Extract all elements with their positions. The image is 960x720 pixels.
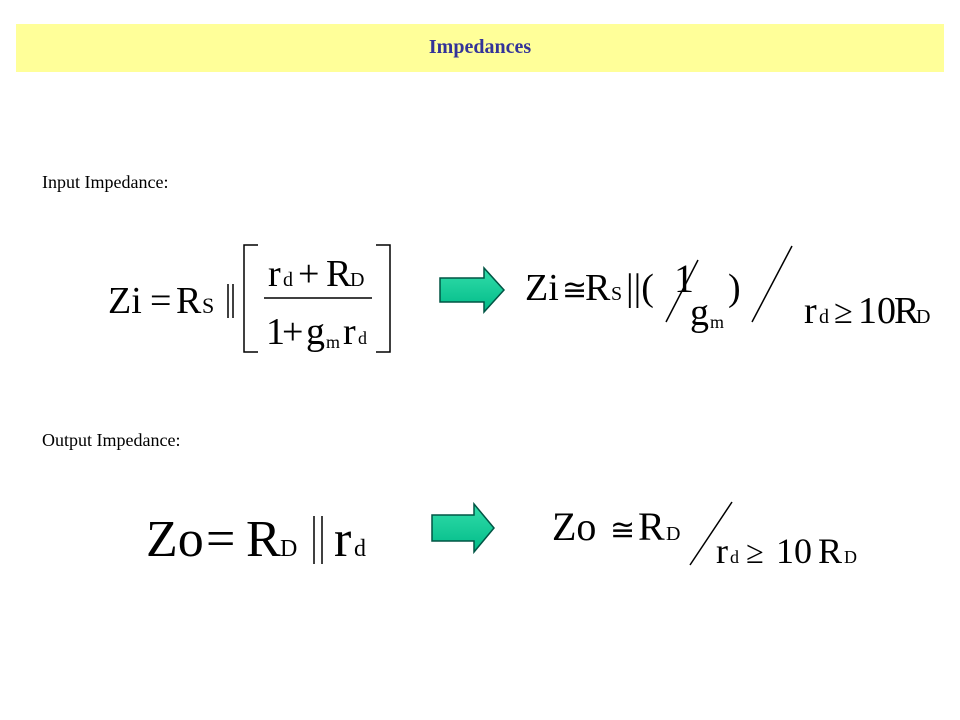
approx-one: 1 (674, 256, 694, 301)
output-r-symbol: r (334, 511, 351, 568)
title-bar: Impedances (16, 24, 944, 72)
left-bracket (243, 244, 258, 353)
equals-sign: = (150, 280, 171, 322)
rs-subscript: S (202, 293, 214, 318)
condition-slash-1 (751, 245, 793, 323)
numerator-R-subscript: D (350, 269, 364, 291)
approx-zo-symbol: Zo (552, 504, 596, 549)
condition-r: r (804, 290, 817, 332)
input-impedance-formula: Zi = R S r d + R D 1 + g m r d (108, 244, 391, 353)
denominator-g: g (306, 311, 325, 353)
arrow-right-icon (439, 266, 506, 314)
approx-g-subscript: m (710, 312, 724, 332)
output-condition-R-subscript: D (844, 547, 857, 567)
numerator-r: r (268, 253, 281, 295)
condition-slash-2 (689, 501, 733, 566)
right-bracket (376, 244, 391, 353)
approx-rs-symbol: R (585, 267, 611, 309)
condition-r-subscript: d (819, 306, 829, 328)
approx-slash (665, 259, 699, 323)
zi-symbol: Zi (108, 280, 142, 322)
output-r-subscript: d (354, 536, 366, 562)
arrow-right-icon-2 (431, 501, 495, 555)
output-condition-R: R (818, 531, 842, 571)
approx-rs-subscript: S (611, 283, 622, 305)
output-impedance-approximation: Zo ≅ R D (552, 504, 680, 549)
output-rd-symbol: R (246, 511, 281, 568)
approx-symbol: ≅ (562, 274, 587, 307)
denominator-one: 1 (266, 311, 285, 353)
numerator-R: R (326, 253, 352, 295)
numerator-plus: + (298, 253, 319, 295)
approx-parallel-open: ||( (626, 267, 654, 309)
output-condition-r-subscript: d (730, 547, 739, 567)
denominator-r: r (343, 311, 356, 353)
page-title: Impedances (428, 36, 532, 58)
output-impedance-formula: Zo = R D r d (146, 511, 366, 568)
denominator-plus: + (282, 311, 303, 353)
condition-ge: ≥ (834, 294, 853, 331)
output-equals-sign: = (206, 511, 235, 568)
approx-rd-subscript: D (666, 523, 680, 545)
denominator-g-subscript: m (326, 332, 340, 352)
denominator-r-subscript: d (358, 328, 367, 348)
approx-close: ) (728, 267, 741, 309)
approx-g: g (690, 292, 709, 334)
input-condition: r d ≥ 10 R D (804, 290, 930, 332)
output-condition-ge: ≥ (746, 534, 764, 570)
approx-rd-symbol: R (638, 504, 665, 549)
output-impedance-label: Output Impedance: (42, 430, 181, 450)
approx-zi-symbol: Zi (525, 267, 559, 309)
output-rd-subscript: D (280, 536, 297, 562)
zo-symbol: Zo (146, 511, 204, 568)
output-condition-ten: 10 (776, 531, 812, 571)
input-impedance-label: Input Impedance: (42, 172, 169, 192)
numerator-r-subscript: d (283, 269, 293, 291)
output-condition-r: r (716, 531, 728, 571)
condition-R-subscript: D (916, 306, 930, 328)
condition-R: R (894, 290, 920, 332)
output-approx-symbol: ≅ (610, 514, 635, 547)
condition-ten: 10 (858, 290, 896, 332)
input-impedance-approximation: Zi ≅ R S ||( 1 g m ) (525, 256, 741, 334)
rs-symbol: R (176, 280, 202, 322)
output-condition: r d ≥ 10 R D (716, 531, 857, 571)
